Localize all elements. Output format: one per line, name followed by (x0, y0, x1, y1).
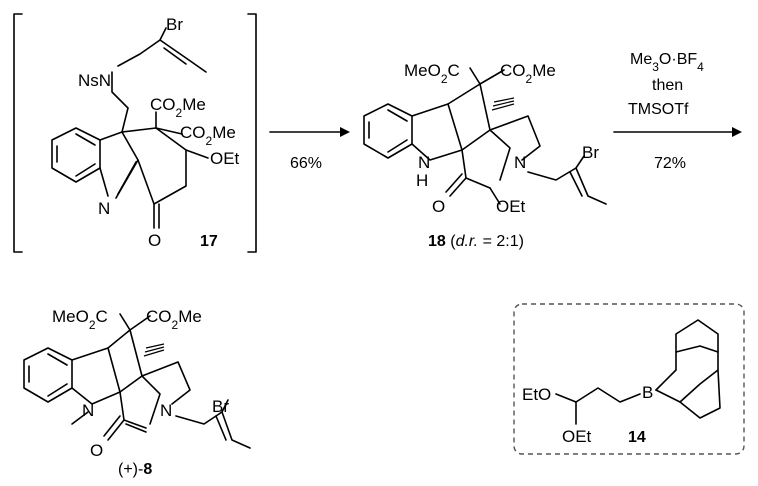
compound-18-structure (363, 67, 607, 205)
step2-yield: 72% (654, 155, 686, 172)
c18-oet-label: OEt (496, 197, 526, 216)
step2-reagent-3: TMSOTf (628, 101, 689, 118)
c17-br-label: Br (166, 15, 183, 34)
reaction-arrow-1 (269, 127, 350, 137)
c18-n2-label: N (514, 153, 526, 172)
c17-n-label: N (98, 199, 110, 218)
c18-meo2c-label: MeO2C (404, 61, 460, 86)
c14-oet-label: OEt (562, 427, 592, 446)
c18-dr-value: = 2:1 (483, 233, 519, 250)
compound-18-label: 18 (428, 233, 446, 250)
compound-8-prefix: (+)- (118, 461, 143, 478)
c17-o-label: O (148, 231, 161, 250)
c17-co2me-label-1: CO2Me (150, 95, 206, 120)
compound-8-label: 8 (143, 461, 152, 478)
compound-14-label: 14 (628, 429, 646, 446)
step1-yield: 66% (290, 155, 322, 172)
c8-meo2c-label: MeO2C (52, 307, 108, 332)
compound-8-structure (23, 313, 251, 449)
compound-17-structure (13, 13, 257, 253)
c18-o-label: O (432, 197, 445, 216)
c17-nsn-label: NsN (78, 71, 111, 90)
step2-reagent-2: then (652, 77, 683, 94)
compound-8-caption: (+)-8 (118, 461, 152, 478)
compound-14-structure (555, 319, 721, 425)
c18-n1-label: N (418, 153, 430, 172)
reaction-arrow-2 (613, 127, 742, 137)
compound-17-label: 17 (200, 233, 218, 250)
c17-co2me-label-2: CO2Me (180, 123, 236, 148)
step2-reagent-1: Me3O·BF4 (630, 51, 704, 74)
c8-o-label: O (90, 441, 103, 460)
compound-18-caption: 18 (d.r. = 2:1) (428, 233, 524, 250)
c17-oet-label: OEt (210, 149, 240, 168)
c8-co2me-label: CO2Me (146, 307, 202, 332)
c18-h-label: H (416, 171, 428, 190)
c14-b-label: B (642, 383, 653, 402)
compound-14-box (513, 303, 745, 455)
c8-n2-label: N (160, 401, 172, 420)
c8-br-label: Br (212, 397, 229, 416)
c18-co2me-label: CO2Me (500, 61, 556, 86)
c18-dr-text: d.r. (456, 233, 479, 250)
c18-br-label: Br (582, 143, 599, 162)
c14-eto-label: EtO (522, 385, 551, 404)
c8-n1-label: N (82, 401, 94, 420)
